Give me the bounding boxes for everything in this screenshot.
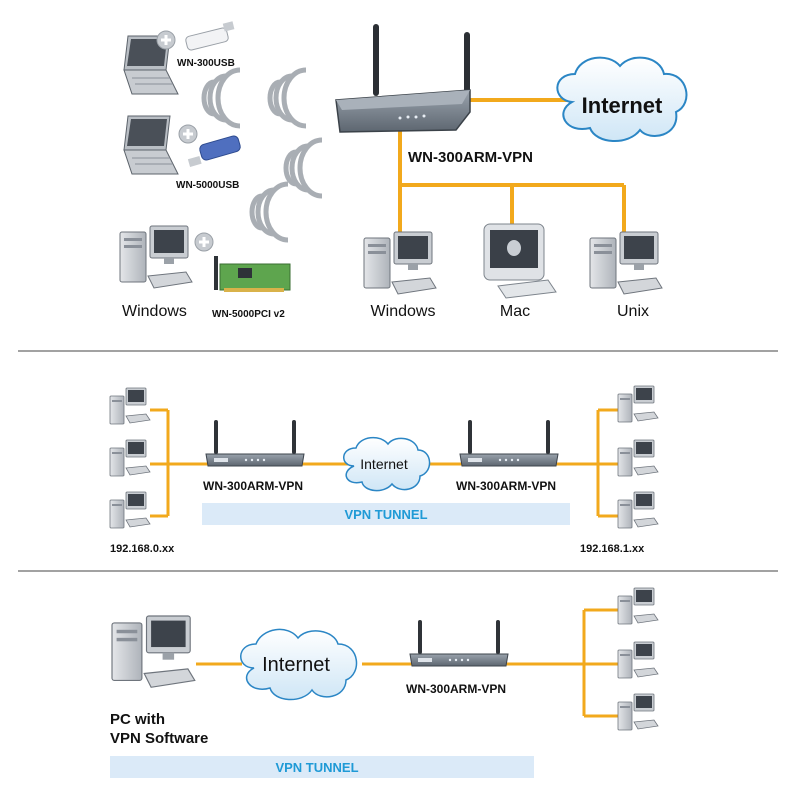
- desktop-pc-vpn-client-icon: [111, 615, 196, 688]
- router-icon: [409, 619, 509, 667]
- router-right-icon: [459, 419, 559, 467]
- internet-label: Internet: [360, 456, 408, 472]
- right-subnet-label: 192.168.1.xx: [580, 543, 645, 555]
- router-left-icon: [205, 419, 305, 467]
- router-right-label: WN-300ARM-VPN: [456, 479, 556, 493]
- router-main: [335, 24, 471, 133]
- pci-label: WN-5000PCI v2: [212, 309, 285, 320]
- pc-label-line1: PC with: [110, 711, 165, 728]
- left-subnet-label: 192.168.0.xx: [110, 543, 175, 555]
- router-label: WN-300ARM-VPN: [406, 682, 506, 696]
- internet-label: Internet: [582, 93, 663, 118]
- lan-pc-icon: [617, 439, 659, 477]
- pc-label-line2: VPN Software: [110, 730, 208, 747]
- wired-mac-label: Mac: [500, 303, 530, 320]
- internet-cloud: [556, 56, 688, 143]
- lan-pc-icon: [109, 387, 151, 425]
- internet-label: Internet: [262, 654, 330, 676]
- lan-pc-icon: [617, 641, 659, 679]
- wired-unix-label: Unix: [617, 303, 649, 320]
- wireless-waves-4-icon: [252, 184, 288, 240]
- vpn-tunnel-label: VPN TUNNEL: [275, 760, 358, 775]
- lan-pc-icon: [617, 491, 659, 529]
- laptop-1-label: WN-300USB: [177, 58, 235, 69]
- wireless-pc-label: Windows: [122, 303, 187, 320]
- laptop-2-label: WN-5000USB: [176, 180, 239, 191]
- wired-windows-label: Windows: [371, 303, 436, 320]
- desktop-pc-windows-icon: [363, 231, 437, 295]
- lan-pc-icon: [109, 439, 151, 477]
- internet-cloud: [240, 628, 358, 701]
- plus-icon: [156, 30, 176, 50]
- section-client-to-site-vpn: VPN TUNNEL Internet WN-300ARM-VPN PC wit…: [110, 587, 659, 778]
- desktop-pc-wireless-icon: [119, 225, 193, 289]
- usb-adapter-white-icon: [185, 21, 235, 51]
- desktop-pc-unix-icon: [589, 231, 663, 295]
- plus-icon: [194, 232, 214, 252]
- imac-icon: [483, 223, 557, 299]
- lan-pc-icon: [617, 385, 659, 423]
- vpn-cables: [196, 608, 620, 718]
- router-main-label: WN-300ARM-VPN: [408, 149, 533, 166]
- section-wireless-lan: WN-300ARM-VPN Internet WN-300USB WN-5000…: [119, 21, 688, 320]
- internet-cloud-small: [343, 436, 431, 492]
- wireless-waves-3-icon: [286, 140, 322, 196]
- section-site-to-site-vpn: VPN TUNNEL Internet WN-300ARM-VPN WN-300…: [109, 385, 659, 555]
- vpn-tunnel-bar: [202, 503, 570, 525]
- pci-card-icon: [214, 256, 291, 292]
- lan-pc-icon: [617, 693, 659, 731]
- router-left-label: WN-300ARM-VPN: [203, 479, 303, 493]
- vpn-tunnel-bar: [110, 756, 534, 778]
- wireless-waves-2-icon: [270, 70, 306, 126]
- lan-pc-icon: [109, 491, 151, 529]
- lan-pc-icon: [617, 587, 659, 625]
- plus-icon: [178, 124, 198, 144]
- wireless-waves-1-icon: [204, 70, 240, 126]
- usb-adapter-blue-icon: [187, 135, 241, 167]
- vpn-tunnel-label: VPN TUNNEL: [344, 507, 427, 522]
- laptop-2-icon: [123, 115, 179, 175]
